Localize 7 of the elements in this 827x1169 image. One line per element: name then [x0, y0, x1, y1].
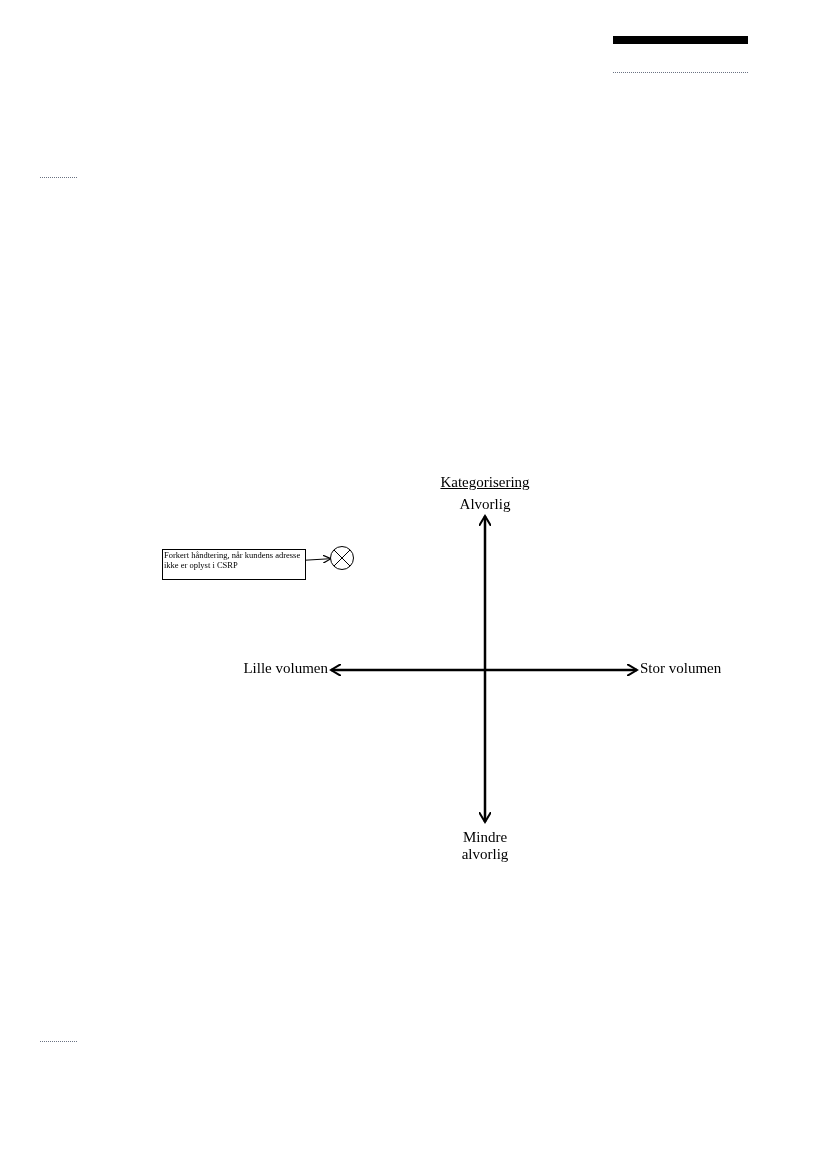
arrow	[305, 554, 332, 564]
axis-label: Lille volumen	[242, 660, 328, 678]
text-box: Forkert håndtering, når kundens adresse ikke er oplyst i CSRP	[162, 549, 306, 580]
axis-label: Alvorlig	[458, 496, 512, 514]
axis-label: Mindre alvorlig	[460, 829, 510, 864]
axis-label: Stor volumen	[640, 660, 723, 678]
diagram-title: Kategorisering	[439, 473, 531, 492]
